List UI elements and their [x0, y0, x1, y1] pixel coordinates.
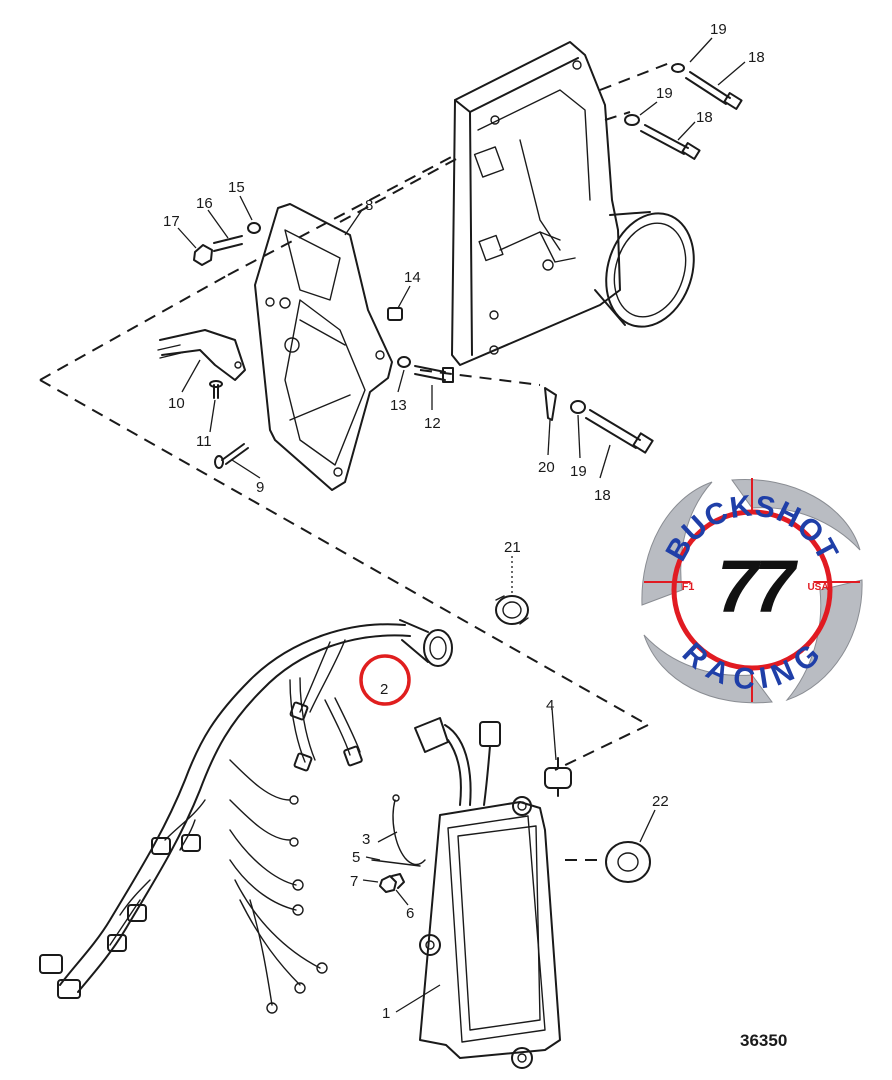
callout-14: 14: [404, 269, 421, 286]
callout-6: 6: [406, 905, 414, 922]
bolts-top: [624, 63, 743, 160]
mounting-plate: [254, 203, 393, 491]
rubber-isolator: [544, 757, 572, 797]
plate-hardware: [157, 222, 654, 469]
ground-strap-hardware: [371, 794, 426, 893]
grommet: [495, 595, 529, 625]
wiring-harness: [39, 619, 453, 1014]
callout-21: 21: [504, 539, 521, 556]
logo-right-tag: USA: [807, 582, 828, 593]
callout-3: 3: [362, 831, 370, 848]
callout-2: 2: [380, 681, 388, 698]
control-module: [419, 796, 561, 1069]
figure-number: 36350: [740, 1031, 787, 1050]
callout-13: 13: [390, 397, 407, 414]
assembly-dashed-lines: [39, 61, 673, 861]
logo-number: 77: [717, 545, 799, 628]
callout-4: 4: [546, 697, 554, 714]
callout-16: 16: [196, 195, 213, 212]
highlight-circle: [359, 654, 411, 706]
washer: [605, 841, 651, 883]
callout-12: 12: [424, 415, 441, 432]
callout-9: 9: [256, 479, 264, 496]
electrical-box-cover: [451, 41, 695, 366]
callout-10: 10: [168, 395, 185, 412]
callout-11: 11: [196, 433, 212, 450]
callout-5: 5: [352, 849, 360, 866]
callout-8: 8: [365, 197, 373, 214]
pack-connector: [414, 717, 501, 806]
callout-labels: 2 3 4 5 6 7 8 9 10 11 12 13 14 15 16 17 …: [163, 21, 787, 1050]
callout-18-b: 18: [696, 109, 713, 126]
logo-swirl: [641, 478, 863, 704]
callout-20: 20: [538, 459, 555, 476]
callout-7: 7: [350, 873, 358, 890]
callout-19-a: 19: [710, 21, 727, 38]
callout-19-c: 19: [570, 463, 587, 480]
callout-17: 17: [163, 213, 180, 230]
callout-18-a: 18: [748, 49, 765, 66]
callout-18-c: 18: [594, 487, 611, 504]
buckshot-racing-logo: BUCKSHOT RACING 77 F1 USA: [641, 478, 863, 704]
callout-22: 22: [652, 793, 669, 810]
leader-lines: [177, 37, 746, 1013]
callout-1-label: 1: [382, 1005, 390, 1022]
logo-left-tag: F1: [682, 581, 695, 593]
callout-19-b: 19: [656, 85, 673, 102]
callout-15: 15: [228, 179, 245, 196]
